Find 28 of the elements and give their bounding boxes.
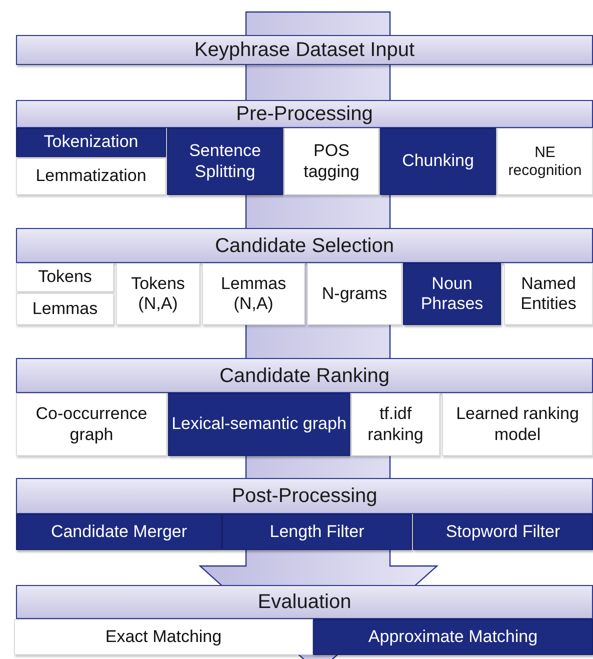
method-box: N-grams — [307, 263, 402, 325]
method-box: POS tagging — [284, 128, 379, 195]
method-box: tf.idf ranking — [351, 393, 440, 456]
method-box: Chunking — [380, 128, 496, 195]
method-box: Approximate Matching — [313, 619, 593, 655]
method-box: Tokenization — [16, 128, 166, 157]
method-box: Tokens — [16, 263, 114, 292]
method-box: Named Entities — [504, 263, 593, 325]
method-box: Lexical-semantic graph — [168, 393, 350, 456]
method-box: Sentence Splitting — [167, 128, 283, 195]
method-box: Candidate Merger — [16, 514, 222, 550]
method-box: Lemmatization — [16, 158, 166, 195]
stage-header-bar: Evaluation — [16, 585, 593, 619]
method-box: Learned ranking model — [442, 393, 593, 456]
method-box: Lemmas — [16, 293, 114, 325]
method-box: NE recognition — [497, 128, 593, 195]
method-box: Stopword Filter — [413, 514, 593, 550]
stage-header-bar: Post-Processing — [16, 478, 593, 514]
method-box: Lemmas (N,A) — [202, 263, 305, 325]
stage-header-bar: Candidate Ranking — [16, 358, 593, 393]
method-box: Co-occurrence graph — [16, 393, 167, 456]
stage-header-bar: Pre-Processing — [16, 100, 593, 128]
method-box: Length Filter — [222, 514, 412, 550]
method-box: Exact Matching — [14, 619, 313, 655]
method-box: Noun Phrases — [403, 263, 501, 325]
method-box: Tokens (N,A) — [116, 263, 200, 325]
stage-header-bar: Keyphrase Dataset Input — [16, 35, 593, 65]
stage-header-bar: Candidate Selection — [16, 228, 593, 263]
